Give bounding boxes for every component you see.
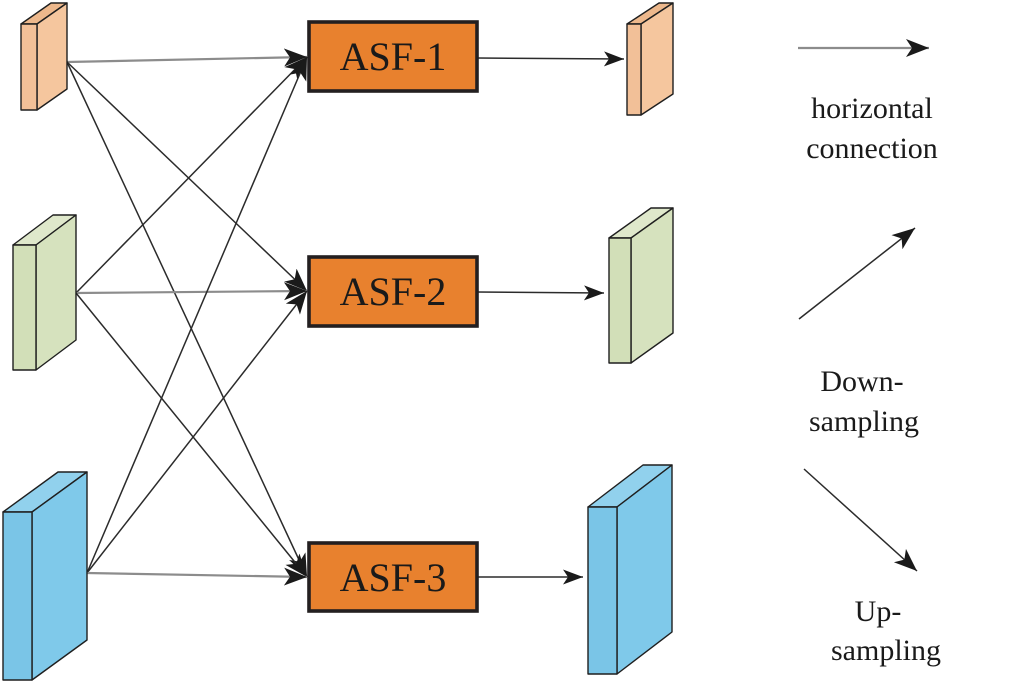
output-arrow-asf1 [476,51,625,67]
feature-map-input-level3 [2,471,88,681]
slab-front-face [587,506,618,675]
output-arrow-asf2 [476,285,605,301]
legend-horizontal-line1: horizontal [811,92,933,125]
legend-downsampling-line1: Down- [820,365,903,398]
asf-3-label: ASF-3 [340,555,447,600]
slab-front-face [2,511,33,681]
connection-lines [66,48,308,586]
asf-1-label: ASF-1 [340,34,447,79]
asf-3-box [307,541,479,613]
feature-map-input-level1 [20,2,68,111]
asf-2-label: ASF-2 [340,269,447,314]
connection-l3-asf3 [86,567,308,586]
connection-l2-asf3 [75,292,308,578]
output-arrows [476,51,625,585]
up-right-arrow-icon [798,227,916,320]
legend-horizontal-line2: connection [806,132,938,165]
legend-upsampling-line2: sampling [831,634,941,667]
slab-front-face [608,237,632,364]
feature-map-output-level1 [626,2,674,116]
slab-front-face [12,244,37,371]
connection-l2-asf2 [75,282,308,301]
connection-l1-asf2 [66,61,308,292]
slab-front-face [626,23,642,116]
connection-l2-asf1 [75,56,308,294]
legend: horizontal connection Down- sampling Up-… [798,39,941,667]
legend-downsampling-line2: sampling [809,405,919,438]
asf-2-box [307,255,479,328]
connection-l3-asf1 [86,56,308,574]
connection-l1-asf1 [66,48,308,67]
connection-l1-asf3 [66,61,308,578]
legend-upsampling-line1: Up- [855,595,902,628]
down-right-arrow-icon [803,468,918,572]
feature-map-input-level2 [12,214,77,371]
feature-map-output-level2 [608,207,674,364]
asf-1-block: ASF-1 [307,20,479,93]
feature-map-output-level3 [587,464,673,675]
asf-2-block: ASF-2 [307,255,479,328]
asf-3-block: ASF-3 [307,541,479,613]
connection-l3-asf2 [86,290,308,574]
slab-front-face [20,23,38,111]
asf-1-box [307,20,479,93]
